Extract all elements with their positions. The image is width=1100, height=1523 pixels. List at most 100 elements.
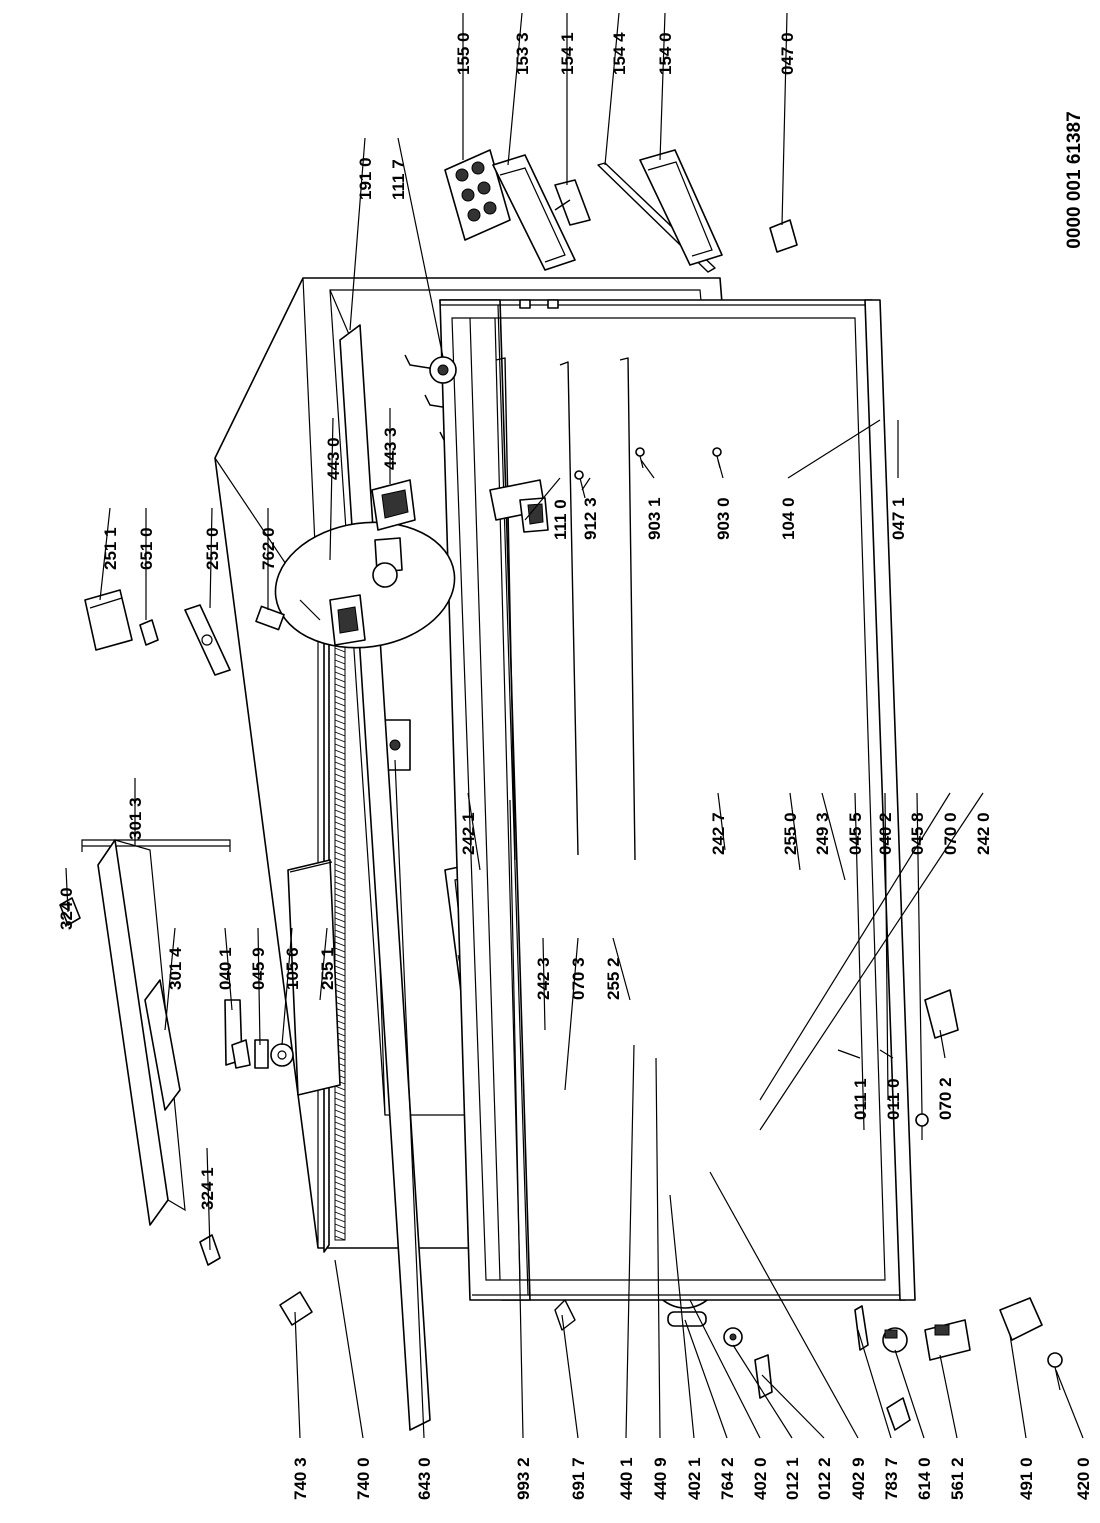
hatch-line xyxy=(334,809,346,815)
leader-line xyxy=(821,792,846,881)
leader-line xyxy=(684,1319,728,1439)
hatch-line xyxy=(334,797,346,803)
leader-line xyxy=(761,1374,825,1439)
leader-line xyxy=(99,507,111,601)
hatch-line xyxy=(334,989,346,995)
hatch-line xyxy=(334,647,346,653)
leader-line xyxy=(1009,1334,1027,1439)
hatch-line xyxy=(334,785,346,791)
part-label: 993 2 xyxy=(514,1457,533,1500)
hatch-line xyxy=(334,1235,346,1241)
hatch-line xyxy=(334,881,346,887)
hatch-line xyxy=(334,677,346,683)
hatch-line xyxy=(334,893,346,899)
part-label: 740 0 xyxy=(354,1457,373,1500)
leader-line xyxy=(581,477,591,491)
leader-line xyxy=(564,937,579,1091)
leader-line xyxy=(612,937,631,1001)
leader-line xyxy=(507,12,523,166)
part-label: 903 0 xyxy=(714,497,733,540)
part-label: 324 1 xyxy=(198,1167,217,1210)
hatch-line xyxy=(334,977,346,983)
hatch-line xyxy=(334,887,346,893)
leader-line xyxy=(669,1194,695,1439)
hatch-line xyxy=(334,695,346,701)
hatch-line xyxy=(334,1163,346,1169)
part-label: 255 0 xyxy=(781,812,800,855)
part-label: 443 0 xyxy=(324,437,343,480)
hatch-line xyxy=(334,761,346,767)
part-label: 105 6 xyxy=(283,947,302,990)
hatch-line xyxy=(334,911,346,917)
hatch-line xyxy=(334,1145,346,1151)
part-label: 045 9 xyxy=(249,947,268,990)
part-label: 155 0 xyxy=(454,32,473,75)
part-label: 251 0 xyxy=(203,527,222,570)
hatch-line xyxy=(334,737,346,743)
hatch-line xyxy=(334,929,346,935)
hatch-line xyxy=(334,953,346,959)
part-label: 242 3 xyxy=(534,957,553,1000)
hatch-line xyxy=(334,671,346,677)
hatch-line xyxy=(334,755,346,761)
hatch-line xyxy=(334,875,346,881)
leader-line xyxy=(394,759,425,1439)
hatch-line xyxy=(334,689,346,695)
part-label: 242 7 xyxy=(709,812,728,855)
part-label: 651 0 xyxy=(137,527,156,570)
part-label: 324 0 xyxy=(57,887,76,930)
leader-line xyxy=(625,1044,635,1439)
hatch-line xyxy=(334,659,346,665)
leader-line xyxy=(717,792,726,851)
hatch-line xyxy=(334,701,346,707)
hatch-line xyxy=(334,917,346,923)
part-label: 301 3 xyxy=(126,797,145,840)
part-label: 153 3 xyxy=(513,32,532,75)
part-label: 249 3 xyxy=(813,812,832,855)
part-label: 402 9 xyxy=(849,1457,868,1500)
leader-line xyxy=(209,507,213,609)
leader-line xyxy=(884,792,889,1101)
part-label: 691 7 xyxy=(569,1457,588,1500)
hatch-line xyxy=(334,719,346,725)
part-label: 783 7 xyxy=(882,1457,901,1500)
leader-line xyxy=(939,1029,946,1059)
hatch-line xyxy=(334,779,346,785)
leader-line xyxy=(294,1311,301,1439)
hatch-line xyxy=(334,947,346,953)
leader-line xyxy=(759,792,984,1131)
part-label: 012 1 xyxy=(783,1457,802,1500)
part-label: 255 1 xyxy=(318,947,337,990)
hatch-line xyxy=(334,983,346,989)
leader-line xyxy=(879,1049,894,1059)
part-label: 047 1 xyxy=(889,497,908,540)
hatch-line xyxy=(334,1121,346,1127)
leader-line xyxy=(717,459,724,479)
hatch-line xyxy=(334,1181,346,1187)
part-label: 764 2 xyxy=(718,1457,737,1500)
part-label: 045 8 xyxy=(908,812,927,855)
leader-line xyxy=(561,1314,579,1439)
leader-line xyxy=(837,1049,861,1059)
part-label: 740 3 xyxy=(291,1457,310,1500)
leader-line xyxy=(781,12,788,226)
part-label: 012 2 xyxy=(815,1457,834,1500)
hatch-line xyxy=(334,821,346,827)
part-label: 111 7 xyxy=(389,159,408,200)
leader-line xyxy=(1055,1369,1084,1439)
leader-line xyxy=(257,927,261,1046)
hatch-line xyxy=(334,1217,346,1223)
hatch-line xyxy=(334,845,346,851)
part-label: 614 0 xyxy=(915,1457,934,1500)
leader-line xyxy=(854,792,865,1131)
hatch-line xyxy=(334,899,346,905)
part-label: 402 0 xyxy=(751,1457,770,1500)
hatch-line xyxy=(334,665,346,671)
part-label: 912 3 xyxy=(581,497,600,540)
leader-line xyxy=(604,12,620,166)
part-label: 762 0 xyxy=(259,527,278,570)
part-label: 045 5 xyxy=(846,812,865,855)
leader-line xyxy=(65,867,69,913)
leader-line xyxy=(329,417,334,561)
